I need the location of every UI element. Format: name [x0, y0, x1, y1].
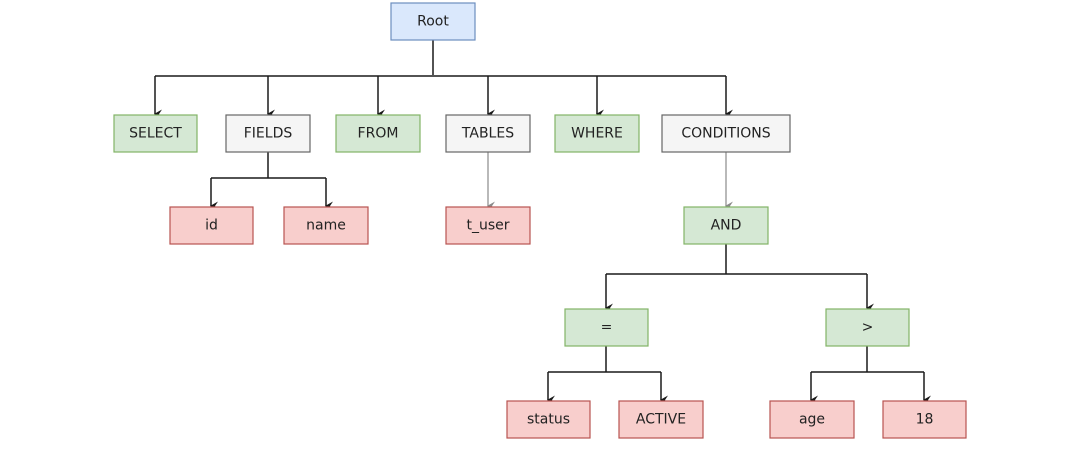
node-where: WHERE	[554, 114, 640, 153]
node-id: id	[169, 206, 254, 245]
edge-eq-trunk	[548, 346, 661, 373]
node-age-box	[769, 400, 855, 439]
node-tables: TABLES	[445, 114, 531, 153]
node-from-box	[335, 114, 421, 153]
node-from: FROM	[335, 114, 421, 153]
node-fields-box	[225, 114, 311, 153]
node-conditions-label: CONDITIONS	[681, 126, 770, 142]
node-status-box	[506, 400, 591, 439]
node-id-label: id	[205, 218, 218, 234]
node-conditions-box	[661, 114, 791, 153]
node-where-label: WHERE	[571, 126, 623, 142]
node-active-box	[618, 400, 704, 439]
node-eq-box	[564, 308, 649, 347]
node-status: status	[506, 400, 591, 439]
node-name-box	[283, 206, 369, 245]
node-gt-box	[825, 308, 910, 347]
node-18-box	[882, 400, 967, 439]
node-gt-label: >	[862, 320, 874, 336]
node-and-box	[683, 206, 769, 245]
node-root-box	[390, 2, 476, 41]
node-age-label: age	[799, 412, 825, 428]
node-and: AND	[683, 206, 769, 245]
node-age: age	[769, 400, 855, 439]
node-active-label: ACTIVE	[636, 412, 686, 428]
node-name-label: name	[306, 218, 346, 234]
node-root-label: Root	[417, 14, 449, 30]
node-18: 18	[882, 400, 967, 439]
edge-root-trunk	[155, 40, 726, 77]
node-gt: >	[825, 308, 910, 347]
node-tables-label: TABLES	[461, 126, 514, 142]
node-t-user: t_user	[445, 206, 531, 245]
node-where-box	[554, 114, 640, 153]
node-t-user-box	[445, 206, 531, 245]
edge-fields-trunk	[211, 152, 326, 179]
node-name: name	[283, 206, 369, 245]
node-and-label: AND	[711, 218, 742, 234]
node-eq-label: =	[601, 320, 613, 336]
node-conditions: CONDITIONS	[661, 114, 791, 153]
node-eq: =	[564, 308, 649, 347]
nodes: Root SELECT FIELDS FROM TABLES WHERE CON…	[113, 2, 967, 439]
node-t-user-label: t_user	[466, 218, 509, 234]
node-select-box	[113, 114, 198, 153]
edge-and-trunk	[606, 244, 867, 275]
node-fields-label: FIELDS	[244, 126, 293, 142]
node-18-label: 18	[916, 412, 934, 428]
node-tables-box	[445, 114, 531, 153]
node-fields: FIELDS	[225, 114, 311, 153]
node-select-label: SELECT	[129, 126, 182, 142]
edges	[154, 40, 931, 405]
node-root: Root	[390, 2, 476, 41]
node-active: ACTIVE	[618, 400, 704, 439]
node-from-label: FROM	[358, 126, 399, 142]
edge-gt-trunk	[811, 346, 924, 373]
node-id-box	[169, 206, 254, 245]
node-select: SELECT	[113, 114, 198, 153]
node-status-label: status	[527, 412, 570, 428]
